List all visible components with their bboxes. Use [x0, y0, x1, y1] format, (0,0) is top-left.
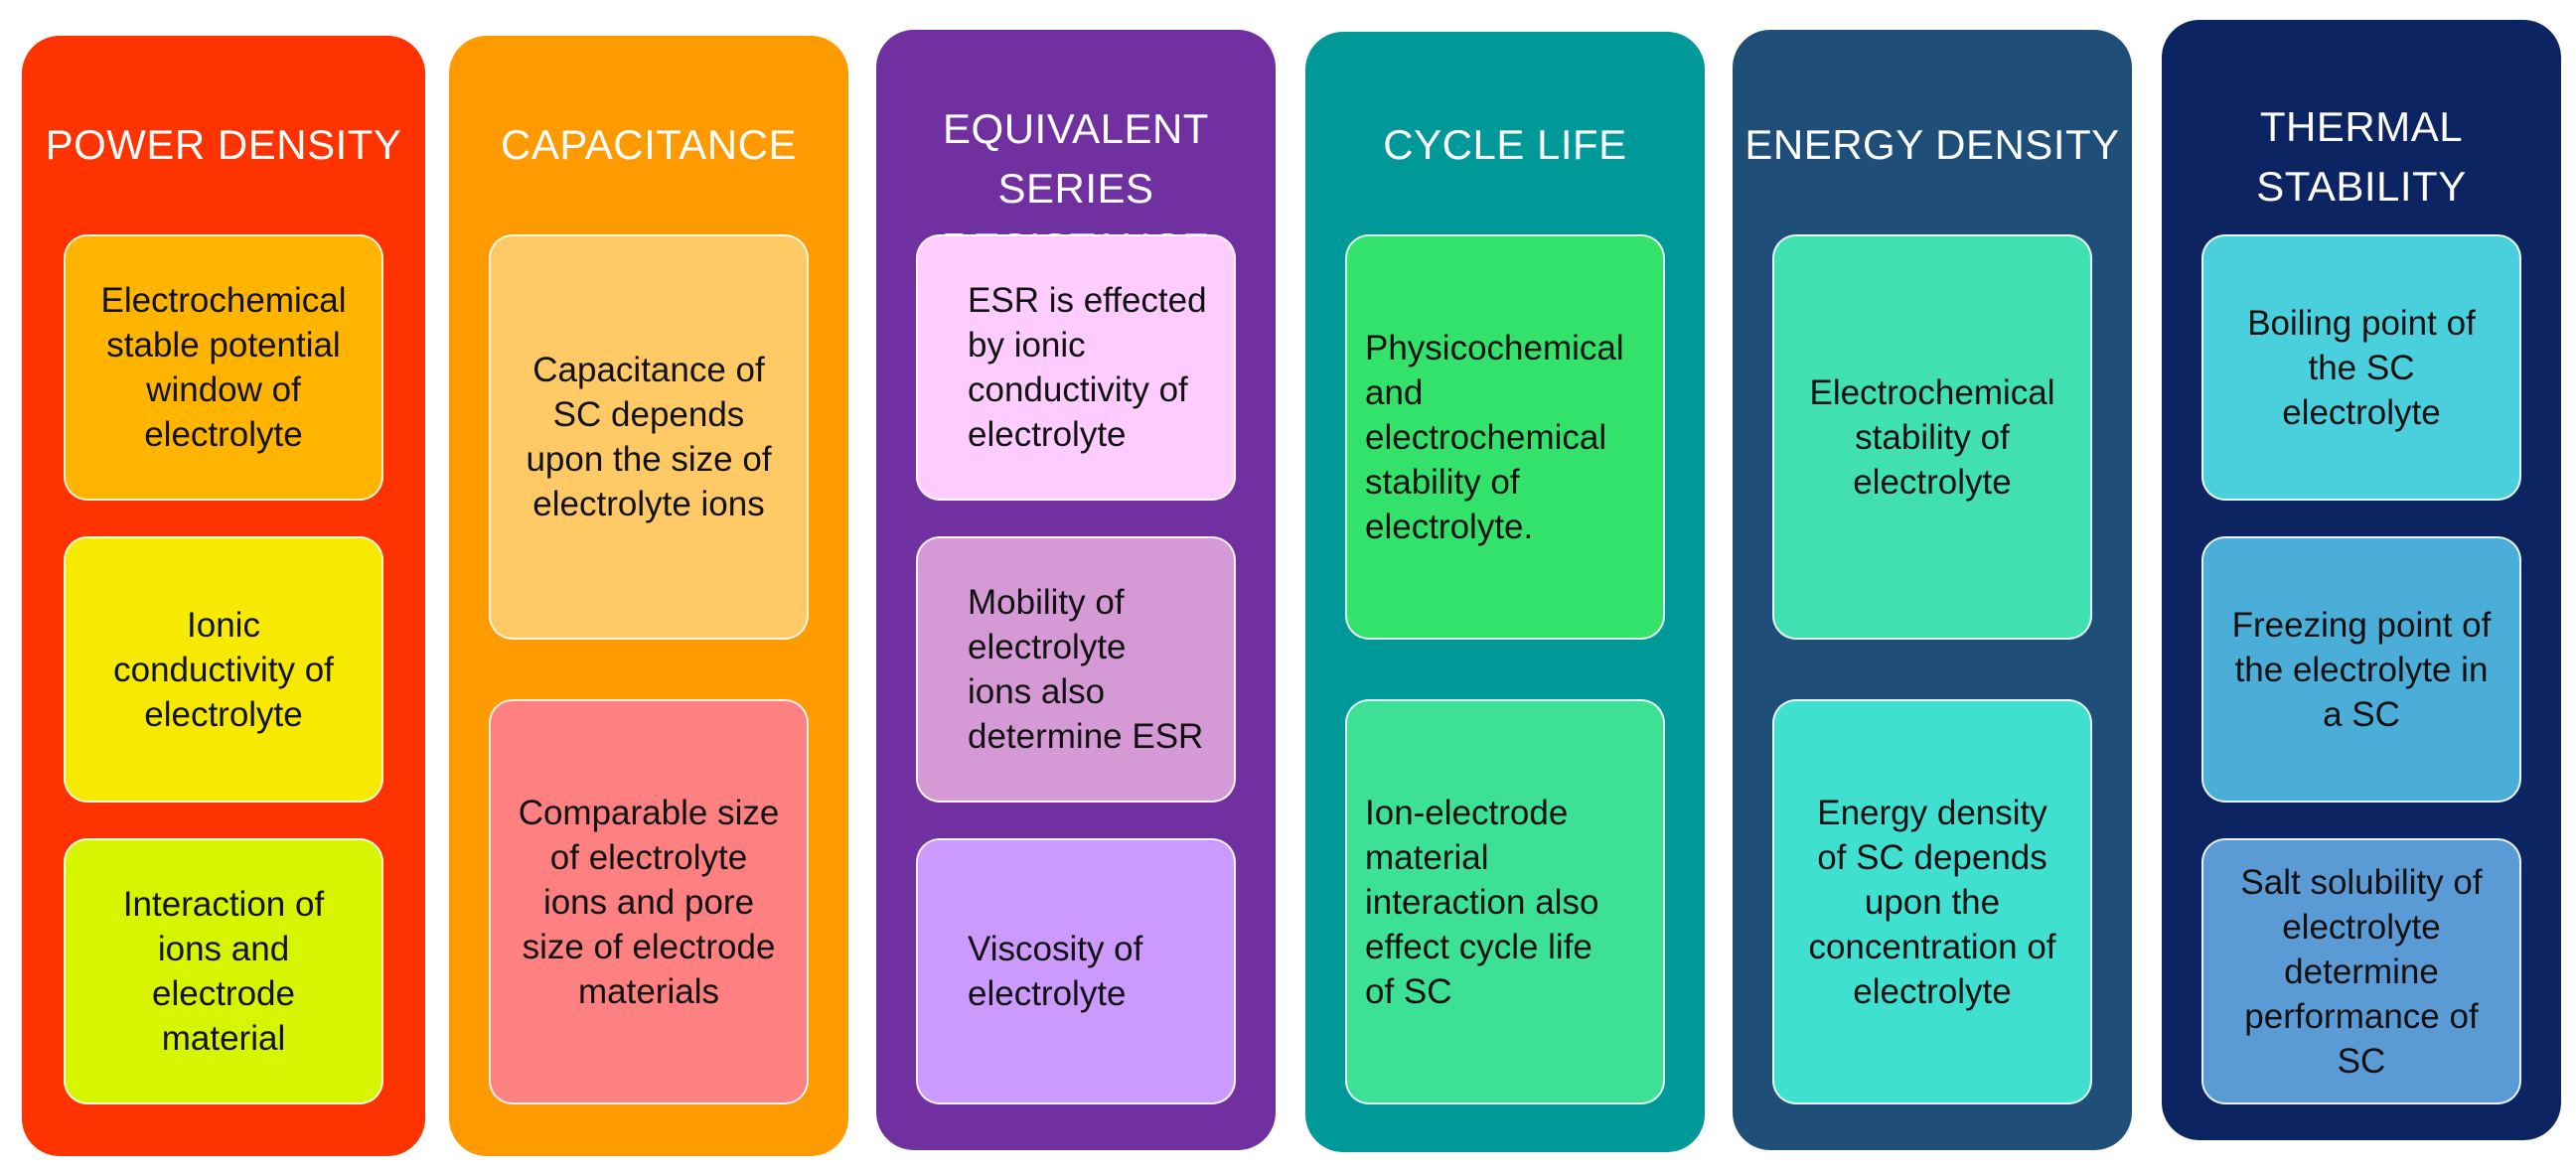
card-ion-electrode-cycle-life: Ion-electrode material interaction also … — [1345, 699, 1665, 1104]
column-title: ENERGY DENSITY — [1744, 121, 2120, 168]
card-salt-solubility: Salt solubility of electrolyte determine… — [2201, 838, 2521, 1104]
column-energy-density: ENERGY DENSITY Electrochemical stability… — [1733, 30, 2132, 1150]
column-power-density: POWER DENSITY Electrochemical stable pot… — [22, 36, 425, 1156]
column-cycle-life: CYCLE LIFE Physicochemical and electroch… — [1305, 32, 1705, 1152]
column-equivalent-series-resistance: EQUIVALENT SERIES RESISTANCE ESR is effe… — [876, 30, 1276, 1150]
card-stable-potential-window: Electrochemical stable potential window … — [64, 234, 383, 501]
card-freezing-point: Freezing point of the electrolyte in a S… — [2201, 536, 2521, 803]
card-pore-size: Comparable size of electrolyte ions and … — [489, 699, 809, 1104]
card-esr-ionic-conductivity: ESR is effected by ionic conductivity of… — [916, 234, 1236, 501]
column-thermal-stability: THERMAL STABILITY Boiling point of the S… — [2162, 20, 2561, 1140]
column-title: POWER DENSITY — [45, 121, 402, 168]
card-energy-density-concentration: Energy density of SC depends upon the co… — [1772, 699, 2092, 1104]
card-electrochemical-stability: Electrochemical stability of electrolyte — [1772, 234, 2092, 640]
column-title: CAPACITANCE — [501, 121, 797, 168]
card-viscosity: Viscosity of electrolyte — [916, 838, 1236, 1104]
card-ionic-conductivity: Ionic conductivity of electrolyte — [64, 536, 383, 803]
column-capacitance: CAPACITANCE Capacitance of SC depends up… — [449, 36, 848, 1156]
card-boiling-point: Boiling point of the SC electrolyte — [2201, 234, 2521, 501]
card-capacitance-ion-size: Capacitance of SC depends upon the size … — [489, 234, 809, 640]
column-title: THERMAL STABILITY — [2256, 103, 2467, 210]
column-title: CYCLE LIFE — [1383, 121, 1627, 168]
card-physicochemical-stability: Physicochemical and electrochemical stab… — [1345, 234, 1665, 640]
card-ion-mobility: Mobility of electrolyte ions also determ… — [916, 536, 1236, 803]
card-ion-electrode-interaction: Interaction of ions and electrode materi… — [64, 838, 383, 1104]
